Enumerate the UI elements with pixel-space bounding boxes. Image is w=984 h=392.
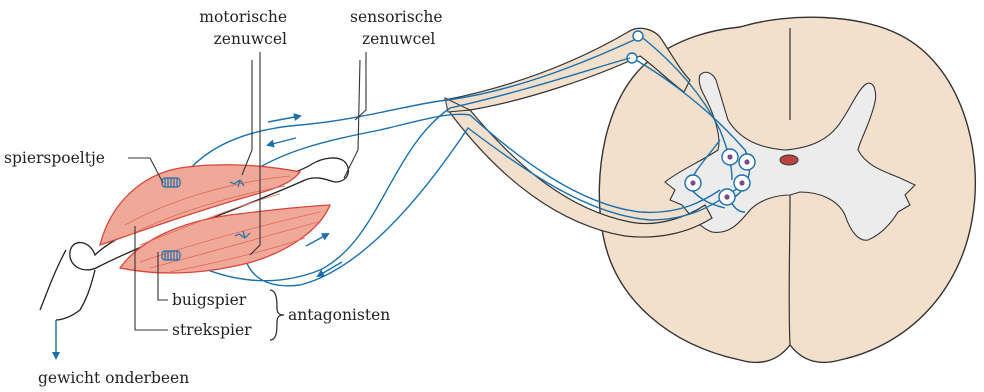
sensory-neuron-label-line2: zenuwcel <box>362 30 435 48</box>
motor-neuron-label-line1: motorische <box>199 8 287 26</box>
muscle-spindle-2 <box>162 251 180 260</box>
muscle-spindle-label: spierspoeltje <box>4 149 105 167</box>
weight-label: gewicht onderbeen <box>38 369 189 387</box>
antagonists-label: antagonisten <box>288 306 390 324</box>
sensory-fiber-1 <box>178 40 634 184</box>
extensor-label: strekspier <box>172 321 252 339</box>
muscle-spindle-1 <box>162 178 180 187</box>
central-canal <box>780 155 798 165</box>
ganglion-cell-1 <box>633 31 643 41</box>
sensory-neuron-label-line1: sensorische <box>350 8 443 26</box>
motor-neuron-label-line2: zenuwcel <box>214 30 287 48</box>
flexor-label: buigspier <box>172 291 247 309</box>
